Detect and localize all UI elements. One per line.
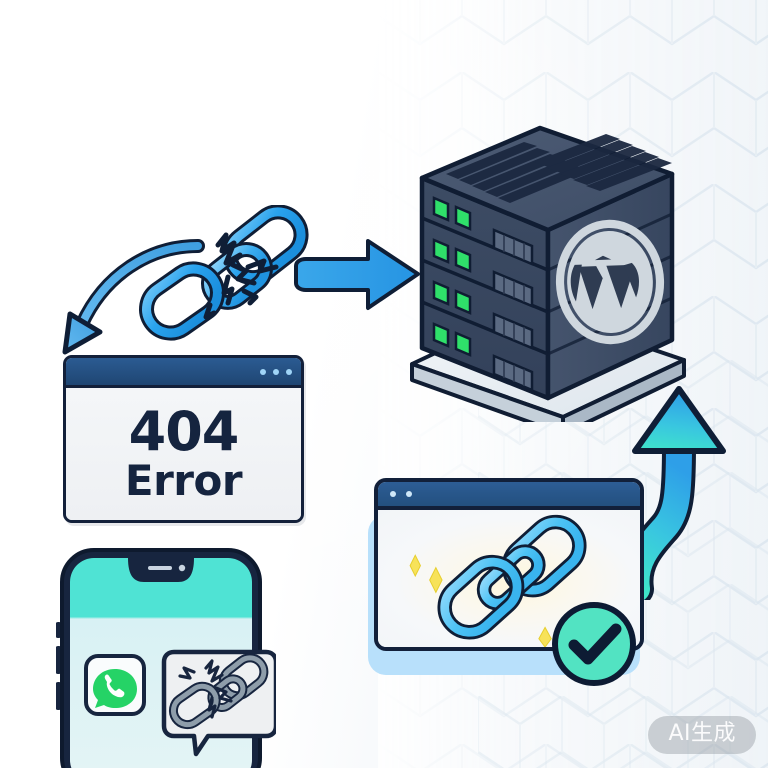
working-chain-link — [409, 514, 587, 647]
curved-arrow-down-left-to-error — [62, 239, 205, 355]
whatsapp-app-tile[interactable] — [84, 654, 146, 716]
error-window-body: 404 Error — [66, 388, 301, 520]
success-window-dot-2 — [406, 491, 412, 497]
success-window-dot-1 — [390, 491, 396, 497]
fixed-link-browser-card[interactable] — [374, 478, 644, 651]
phone-notch — [128, 558, 194, 582]
broken-link-message-bubble — [161, 649, 276, 757]
sparkle-icon-1 — [409, 554, 421, 578]
whatsapp-logo — [93, 669, 137, 708]
broken-chain-link-grey — [168, 653, 269, 730]
error-label-text: Error — [124, 456, 243, 506]
window-dot-3 — [286, 368, 292, 375]
server-top-vents — [446, 134, 672, 203]
sparkle-icons — [409, 554, 552, 647]
404-error-browser-window[interactable]: 404 Error — [63, 355, 304, 523]
break-crack-marks — [203, 232, 279, 320]
error-window-titlebar — [66, 358, 301, 388]
window-dot-1 — [260, 368, 266, 375]
server-status-leds — [432, 196, 472, 357]
arrow-right-to-server — [294, 239, 420, 310]
sparkle-icon-2 — [429, 566, 443, 594]
wordpress-server-rack — [410, 125, 686, 422]
error-code-text: 404 — [128, 399, 240, 463]
ai-generated-watermark: AI生成 — [648, 716, 756, 754]
success-card-titlebar — [378, 482, 640, 510]
broken-chain-link — [139, 205, 309, 341]
smartphone-mockup — [56, 548, 276, 768]
success-check-badge — [552, 602, 636, 686]
window-dot-2 — [273, 368, 279, 375]
check-icon — [568, 623, 622, 665]
wordpress-logo — [555, 219, 665, 345]
sparkle-icon-3 — [538, 626, 552, 647]
